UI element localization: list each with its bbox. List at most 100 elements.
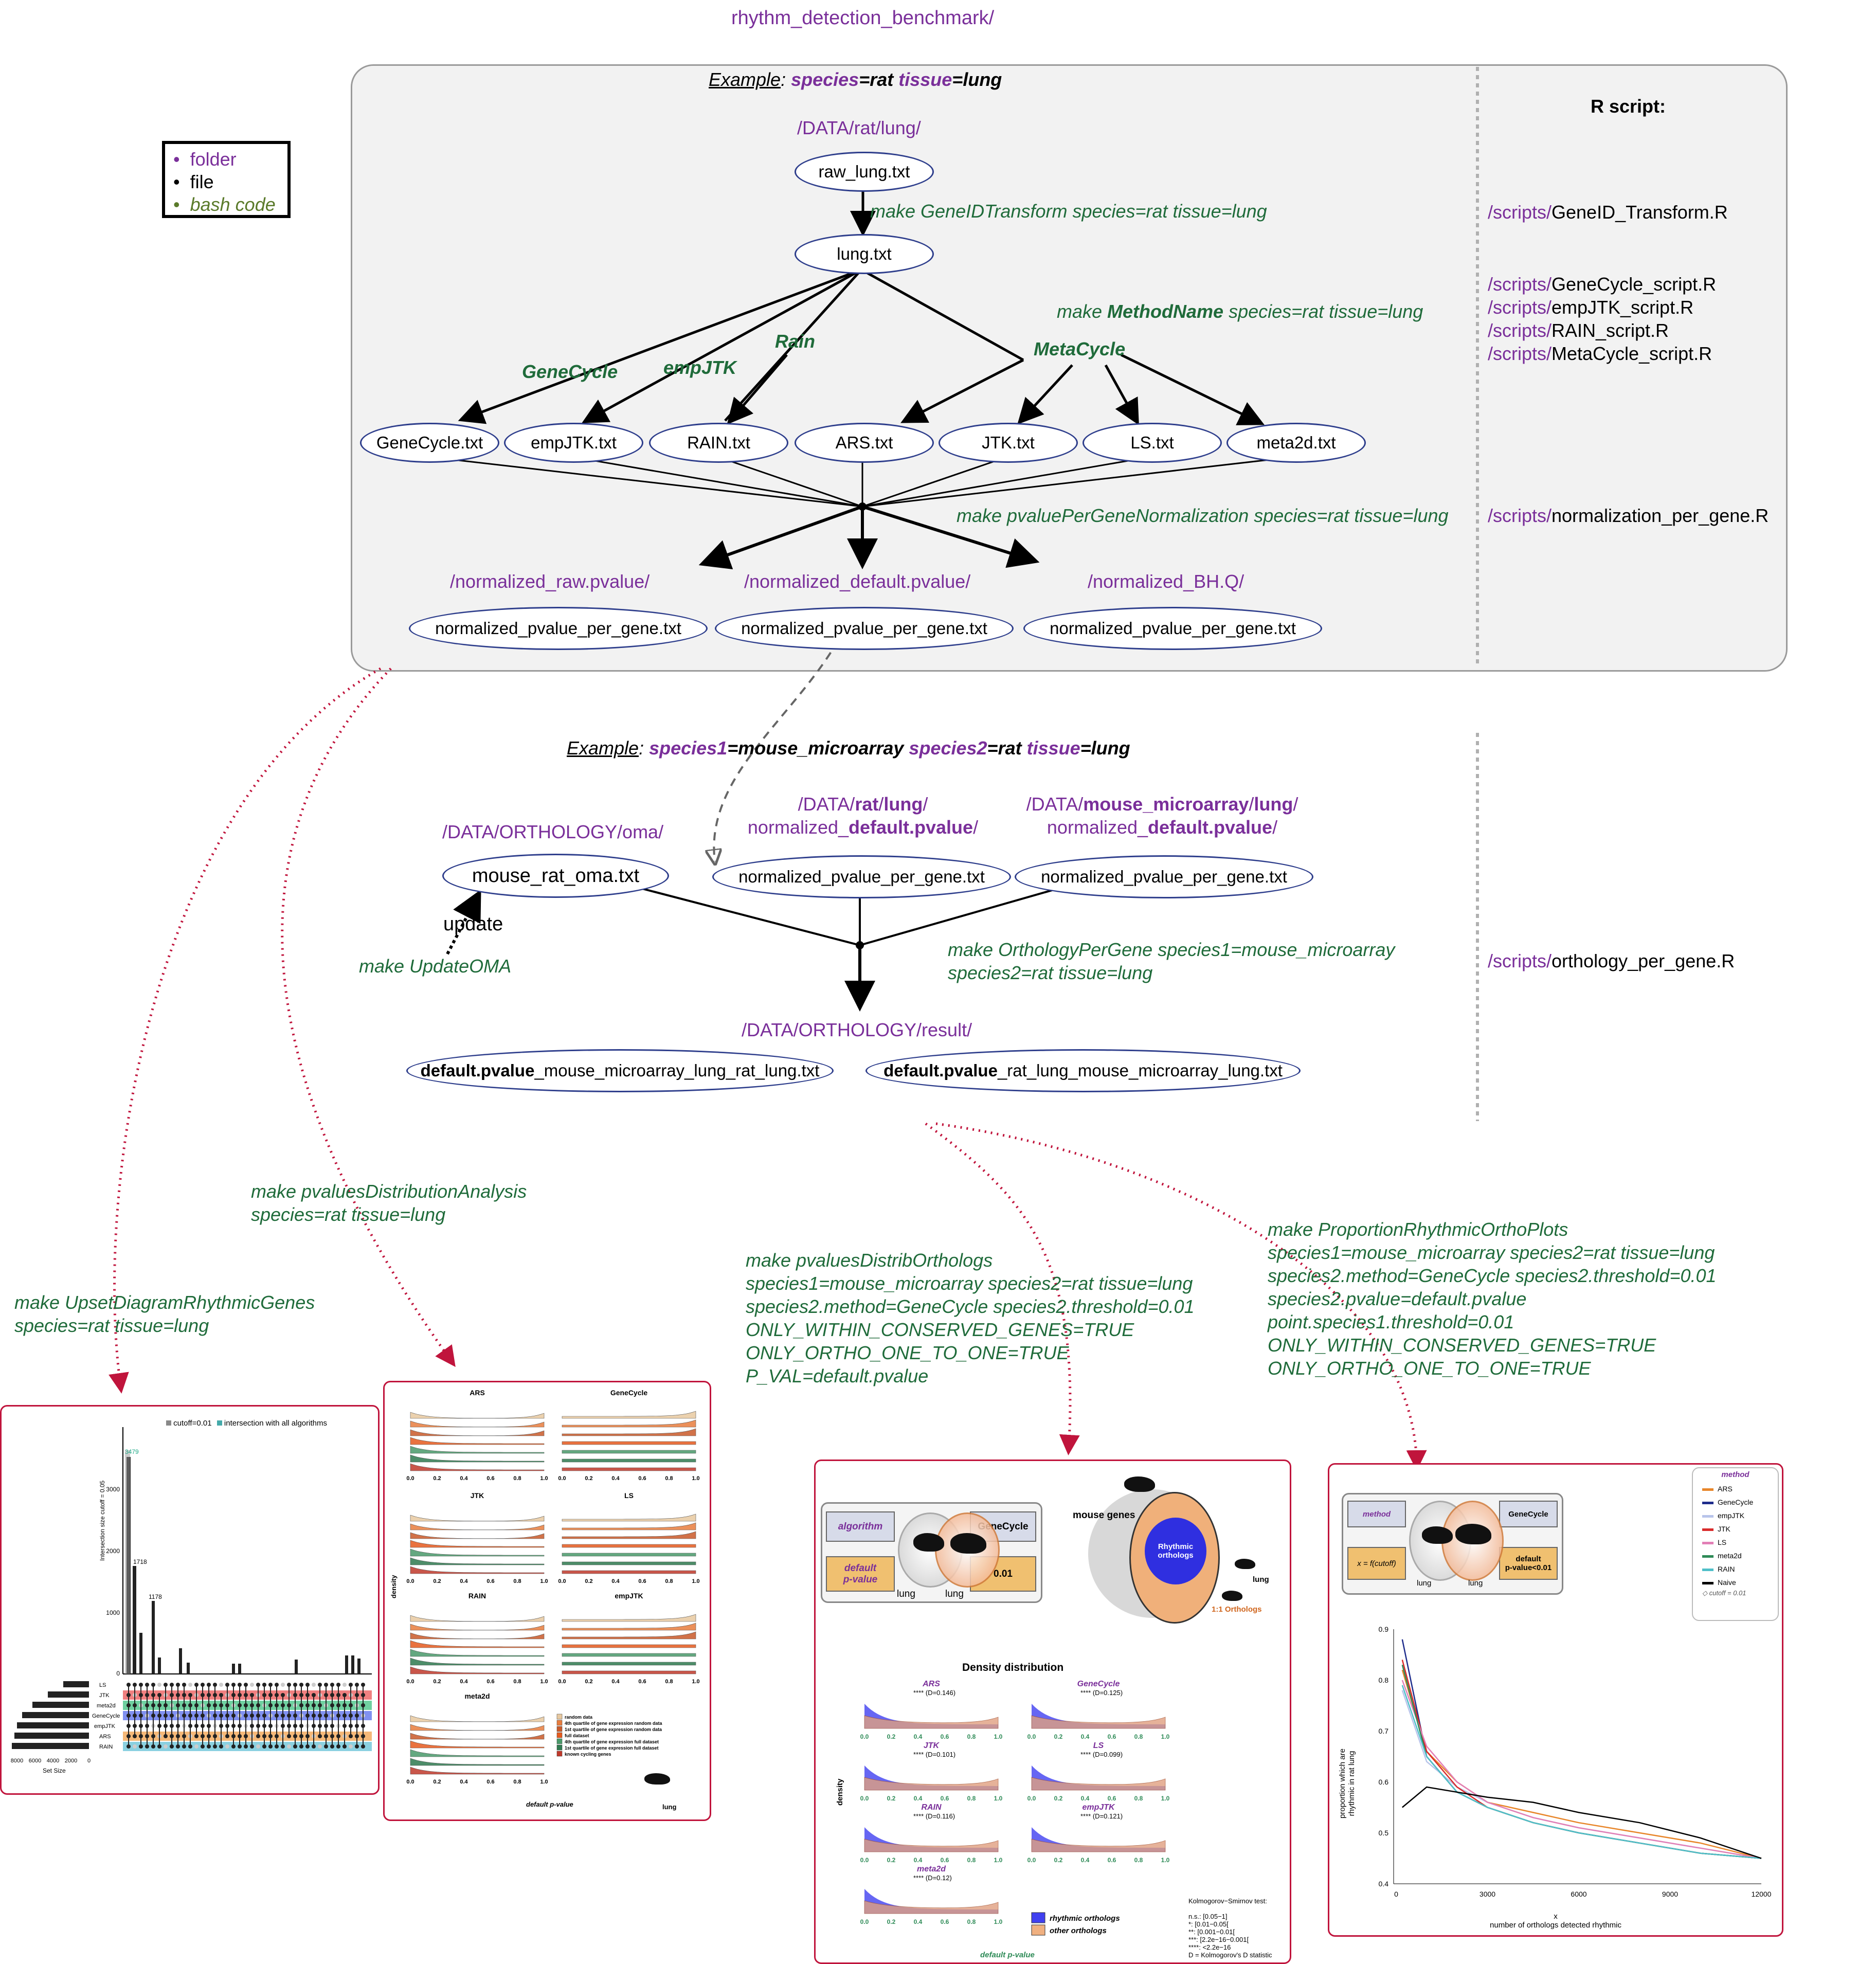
density-x-tick: 0.4	[460, 1475, 468, 1482]
prop-legend-item: ARS	[1702, 1482, 1778, 1495]
density-tissue: lung	[662, 1803, 676, 1811]
cmd-geneid: make GeneIDTransform species=rat tissue=…	[870, 201, 1267, 222]
mouse-folder: /DATA/mouse_microarray/lung/ normalized_…	[1026, 794, 1298, 838]
lung-file-node: lung.txt	[795, 234, 934, 274]
svg-text:**: [0.001−0.01[: **: [0.001−0.01[	[1188, 1928, 1235, 1936]
density-ridge	[562, 1614, 696, 1622]
script-methods: /scripts/GeneCycle_script.R /scripts/emp…	[1488, 274, 1717, 364]
density-ridge	[562, 1513, 696, 1522]
density-ridge	[410, 1749, 545, 1757]
density-ridge	[562, 1522, 696, 1530]
density-x-tick: 1.0	[692, 1475, 699, 1482]
svg-text:Kolmogorov−Smirnov test:: Kolmogorov−Smirnov test:	[1188, 1897, 1267, 1905]
density-x-tick: 1.0	[692, 1578, 699, 1584]
density-x-tick: 0.4	[611, 1578, 620, 1584]
density-x-tick: 0.4	[611, 1679, 620, 1685]
density-x-tick: 0.0	[406, 1779, 414, 1785]
density-x-tick: 0.4	[460, 1679, 468, 1685]
density-ridge	[562, 1450, 696, 1454]
prop-legend-item: LS	[1702, 1536, 1778, 1549]
ortho-x-tick: 1.0	[1161, 1857, 1170, 1864]
ortho-x-tick: 0.0	[860, 1733, 869, 1740]
raw-file-node: raw_lung.txt	[795, 152, 934, 192]
upset-dot	[342, 1683, 347, 1687]
density-x-tick: 0.8	[665, 1578, 673, 1584]
density-ridge	[410, 1740, 545, 1749]
density-ridge	[410, 1446, 545, 1454]
svg-text:meta2d: meta2d	[464, 1692, 490, 1700]
density-x-tick: 0.6	[638, 1475, 646, 1482]
density-x-tick: 0.6	[486, 1779, 494, 1785]
ortho-density-plot: density default p-value ARS**** (D=0.146…	[836, 1680, 1272, 1959]
upset-dot	[225, 1744, 229, 1749]
prop-x-tick: 9000	[1662, 1890, 1678, 1898]
svg-text:6000: 6000	[29, 1758, 41, 1764]
ortho-x-tick: 0.4	[914, 1857, 923, 1864]
ortho-other-area	[864, 1777, 999, 1791]
density-ridge	[562, 1644, 696, 1648]
density-ridge	[562, 1458, 696, 1463]
ortho-x-tick: 0.2	[887, 1795, 896, 1802]
density-ridge	[410, 1557, 545, 1565]
density-x-tick: 0.4	[460, 1578, 468, 1584]
norm-file-raw: normalized_pvalue_per_gene.txt	[409, 607, 708, 650]
upset-set-ticks: 8000 6000 4000 2000 0	[11, 1758, 91, 1764]
ortho-x-tick: 0.8	[967, 1795, 976, 1802]
ortho-x-tick: 0.0	[1027, 1857, 1036, 1864]
upset-dots	[127, 1683, 365, 1749]
svg-text:ARS: ARS	[470, 1389, 485, 1397]
ortho-panel-stat: **** (D=0.146)	[913, 1689, 955, 1697]
one-to-one-label: 1:1 Orthologs	[1212, 1605, 1262, 1614]
mouse-norm-file: normalized_pvalue_per_gene.txt	[1015, 855, 1313, 898]
density-ridge	[410, 1767, 545, 1775]
ortho-lung-3: lung	[1253, 1575, 1269, 1584]
ortho-x-tick: 0.2	[887, 1857, 896, 1864]
mouse-silhouette-icon	[1422, 1526, 1453, 1544]
density-x-tick: 0.2	[433, 1779, 441, 1785]
density-x-tick: 0.4	[460, 1779, 468, 1785]
ortho-x-tick: 0.4	[1081, 1795, 1090, 1802]
svg-text:RAIN: RAIN	[99, 1744, 113, 1750]
density-x-tick: 0.0	[558, 1578, 566, 1584]
density-ridge	[562, 1662, 696, 1666]
ortho-x-tick: 0.4	[914, 1795, 923, 1802]
legend-other: other orthologs	[1050, 1926, 1107, 1935]
upset-dot	[219, 1683, 223, 1687]
ortho-x-tick: 0.6	[1108, 1857, 1116, 1864]
svg-text:D = Kolmogorov's D statistic: D = Kolmogorov's D statistic	[1188, 1951, 1272, 1959]
density-x-tick: 0.2	[433, 1679, 441, 1685]
prop-lung-1: lung	[1417, 1579, 1432, 1588]
rhythmic-orthologs-circle: Rhythmic orthologs	[1145, 1518, 1206, 1584]
density-ridge	[562, 1561, 696, 1565]
rat-right-icon	[1235, 1559, 1255, 1569]
prop-legend-item: empJTK	[1702, 1509, 1778, 1522]
density-legend-label: 4th quartile of gene expression full dat…	[565, 1739, 659, 1744]
upset-ylabel: Intersection size cutoff = 0.05	[99, 1480, 106, 1561]
ortho-x-tick: 1.0	[994, 1918, 1003, 1925]
prop-legend-item: GeneCycle	[1702, 1495, 1778, 1509]
svg-text:GeneCycle: GeneCycle	[92, 1713, 120, 1719]
mouse-silhouette-icon	[913, 1533, 944, 1552]
density-ridge	[410, 1657, 545, 1666]
svg-text:1000: 1000	[106, 1609, 120, 1616]
ortho-x-tick: 1.0	[994, 1857, 1003, 1864]
svg-text:JTK: JTK	[471, 1491, 484, 1500]
svg-text:meta2d: meta2d	[97, 1703, 116, 1709]
density-ridge	[410, 1666, 545, 1674]
svg-text:2000: 2000	[65, 1758, 77, 1764]
density-legend-label: known cycling genes	[565, 1752, 611, 1757]
prop-default-pvalue: default p-value<0.01	[1499, 1547, 1558, 1580]
density-x-tick: 1.0	[540, 1679, 548, 1685]
ortho-x-tick: 0.4	[914, 1733, 923, 1740]
legend-folder: • folder	[173, 149, 237, 170]
script-orthology: /scripts/orthology_per_gene.R	[1488, 950, 1735, 971]
upset-dot	[312, 1683, 316, 1687]
fig-density: ARS GeneCycle JTK LS RAIN empJTK meta2d …	[383, 1381, 711, 1821]
density-x-tick: 0.8	[665, 1475, 673, 1482]
svg-text:*: [0.01−0.05[: *: [0.01−0.05[	[1188, 1920, 1229, 1928]
prop-y-tick: 0.8	[1379, 1676, 1389, 1684]
density-legend-label: random data	[565, 1715, 593, 1720]
prop-y-tick: 0.9	[1379, 1625, 1389, 1633]
ortho-x-tick: 0.8	[967, 1857, 976, 1864]
